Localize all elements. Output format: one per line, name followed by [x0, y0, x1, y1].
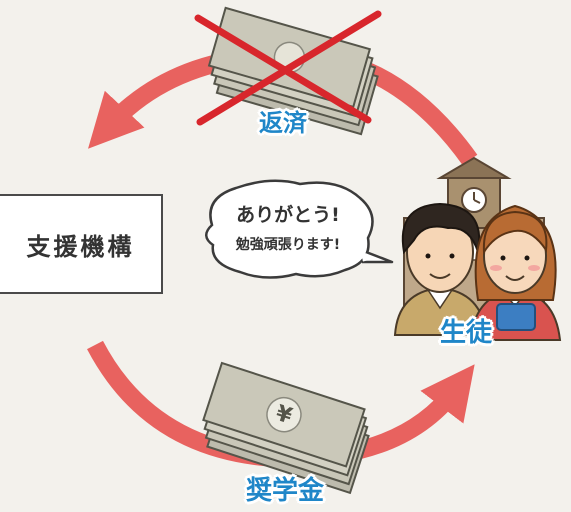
speech-line-1: ありがとう!: [236, 204, 340, 226]
speech-line-2: 勉強頑張ります!: [235, 237, 341, 253]
cross-mark-icon: [194, 10, 382, 126]
speech-bubble: [205, 179, 394, 279]
student-boy-icon: [393, 202, 488, 336]
repayment-label: 返済: [259, 109, 307, 137]
student-label: 生徒: [440, 318, 493, 348]
support-organization-box: 支援機構: [0, 194, 163, 294]
scholarship-label: 奨学金: [246, 476, 325, 506]
student-girl-icon: [468, 204, 562, 341]
banknote-stack-icon: ¥: [202, 361, 370, 495]
support-organization-label: 支援機構: [26, 232, 135, 261]
